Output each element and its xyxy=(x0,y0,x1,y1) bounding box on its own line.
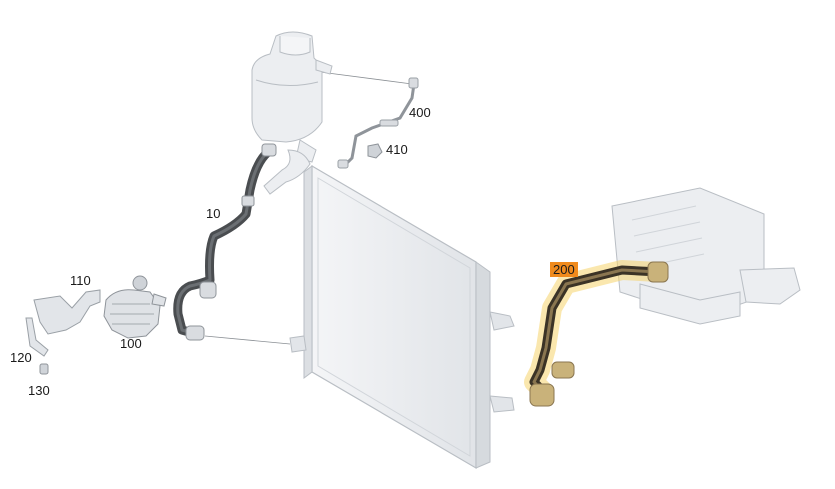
callout-100[interactable]: 100 xyxy=(120,336,142,351)
hose-10-fittings xyxy=(185,143,277,341)
clip-410[interactable] xyxy=(367,143,383,159)
hose-200[interactable] xyxy=(524,260,668,402)
vent-line-400[interactable] xyxy=(342,82,416,168)
callout-400[interactable]: 400 xyxy=(409,105,431,120)
callout-200[interactable]: 200 xyxy=(550,262,578,277)
expansion-tank[interactable] xyxy=(251,31,333,163)
water-pump-100[interactable] xyxy=(103,275,167,339)
callout-130[interactable]: 130 xyxy=(28,383,50,398)
screw-130[interactable] xyxy=(39,363,49,375)
leader-lines xyxy=(204,71,413,345)
callout-410[interactable]: 410 xyxy=(386,142,408,157)
bracket-110[interactable] xyxy=(33,289,101,335)
bracket-120[interactable] xyxy=(25,317,49,357)
vent-line-400-fittings xyxy=(337,77,419,169)
hose-200-fittings xyxy=(529,261,669,407)
radiator[interactable] xyxy=(289,164,515,470)
callout-120[interactable]: 120 xyxy=(10,350,32,365)
charge-air-module[interactable] xyxy=(611,187,801,325)
hose-10[interactable] xyxy=(173,147,273,339)
tank-outlet-hose[interactable] xyxy=(263,149,311,195)
callout-110[interactable]: 110 xyxy=(70,273,91,288)
callout-10[interactable]: 10 xyxy=(206,206,221,221)
